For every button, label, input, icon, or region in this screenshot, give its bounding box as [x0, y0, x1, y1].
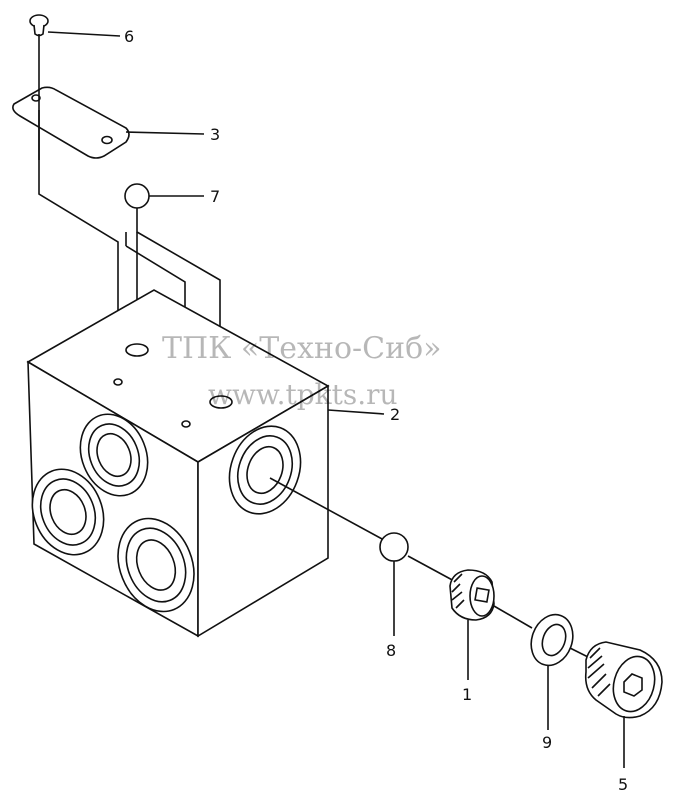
- part-7-ball: [124, 183, 150, 209]
- callout-1: 1: [462, 685, 472, 704]
- part-2-valve-block: [26, 289, 330, 638]
- leader-2: [327, 409, 385, 415]
- callout-6: 6: [124, 27, 134, 46]
- callout-2: 2: [390, 405, 400, 424]
- part-6-pin: [29, 14, 49, 37]
- part-9-washer: [530, 613, 574, 667]
- callout-9: 9: [542, 733, 552, 752]
- callout-5: 5: [618, 775, 628, 794]
- leader-3: [125, 131, 205, 135]
- part-5-plug: [584, 641, 663, 719]
- callout-8: 8: [386, 641, 396, 660]
- part-1-plug: [449, 569, 495, 621]
- leader-6: [47, 31, 121, 37]
- axis-1-9: [493, 605, 533, 629]
- callout-3: 3: [210, 125, 220, 144]
- assembly-axis-right: [269, 477, 385, 541]
- callout-7: 7: [210, 187, 220, 206]
- axis-8-1: [407, 555, 457, 583]
- watermark-url: www.tpkts.ru: [208, 378, 398, 411]
- part-3-plate: [12, 86, 130, 159]
- watermark-company: ТПК «Техно-Сиб»: [162, 331, 442, 366]
- part-8-ball: [379, 532, 409, 562]
